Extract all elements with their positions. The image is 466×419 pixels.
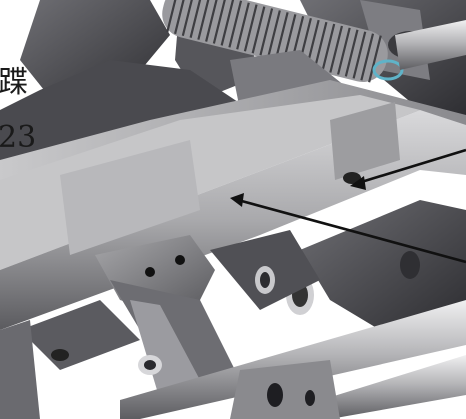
callout-arrows: [230, 148, 466, 264]
lower-brackets: [20, 230, 320, 400]
upper-rod: [395, 20, 466, 70]
overlay-text-line2: 23: [0, 120, 37, 155]
coil-spring: [162, 0, 404, 83]
overlay-text-line1: 蹀: [0, 65, 28, 100]
lower-bars: [0, 300, 466, 419]
